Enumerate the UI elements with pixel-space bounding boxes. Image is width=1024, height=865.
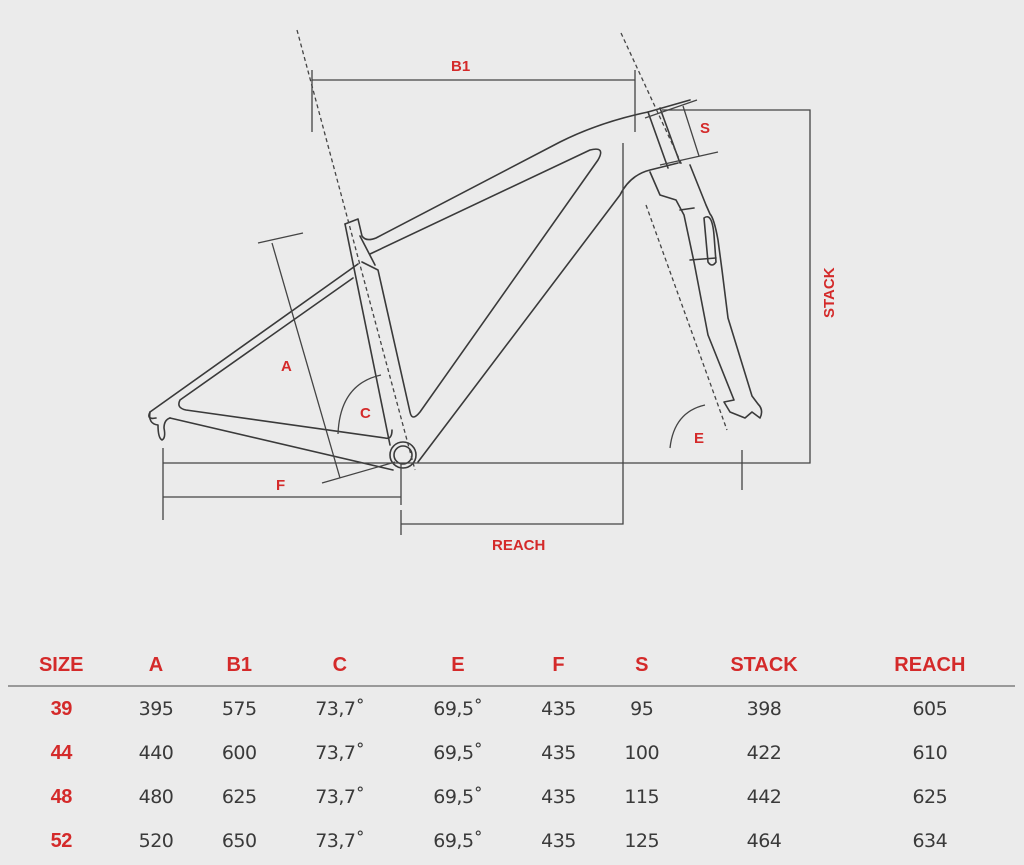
value-cell: 634 [912,830,948,852]
label-f: F [276,477,285,494]
size-cell: 52 [50,829,73,852]
table-row: 48 480 625 73,7˚ 69,5˚ 435 115 442 625 [8,775,1015,819]
table-row: 39 395 575 73,7˚ 69,5˚ 435 95 398 605 [8,686,1015,731]
col-b1: B1 [197,645,281,687]
value-cell: 69,5˚ [433,786,483,808]
value-cell: 69,5˚ [433,698,483,720]
value-cell: 625 [221,786,257,808]
col-size: SIZE [8,645,115,687]
value-cell: 442 [746,786,782,808]
col-reach: REACH [844,645,1015,687]
label-c: C [360,405,371,422]
value-cell: 480 [138,786,174,808]
value-cell: 440 [138,742,174,764]
value-cell: 600 [221,742,257,764]
col-s: S [600,645,684,687]
bike-frame [148,99,691,471]
value-cell: 435 [541,698,576,720]
label-e: E [694,430,704,447]
dimension-lines [162,29,811,535]
frame-geometry-diagram: B1 S STACK A C E F REACH [148,29,838,554]
col-f: F [516,645,601,687]
table-row: 52 520 650 73,7˚ 69,5˚ 435 125 464 634 [8,819,1015,863]
value-cell: 520 [138,830,174,852]
value-cell: 398 [746,698,782,720]
size-cell: 48 [50,785,73,808]
value-cell: 395 [138,698,174,720]
value-cell: 610 [912,742,948,764]
col-e: E [398,645,517,687]
size-cell: 44 [50,741,73,764]
value-cell: 73,7˚ [315,786,365,808]
value-cell: 73,7˚ [315,742,365,764]
size-cell: 39 [50,697,73,720]
value-cell: 69,5˚ [433,742,483,764]
label-s: S [700,120,710,137]
value-cell: 435 [541,830,576,852]
value-cell: 650 [221,830,257,852]
bottom-bracket [389,441,417,469]
label-b1: B1 [451,58,470,75]
col-c: C [280,645,399,687]
value-cell: 115 [624,786,660,808]
value-cell: 605 [912,698,948,720]
table-row: 44 440 600 73,7˚ 69,5˚ 435 100 422 610 [8,731,1015,775]
value-cell: 575 [221,698,257,720]
value-cell: 125 [624,830,660,852]
value-cell: 435 [541,786,576,808]
value-cell: 625 [912,786,948,808]
value-cell: 464 [746,830,782,852]
value-cell: 100 [624,742,660,764]
geometry-table: SIZE A B1 C E F S STACK REACH 39 395 575 73… [8,645,1015,863]
value-cell: 73,7˚ [315,698,365,720]
fork [649,164,763,419]
col-a: A [114,645,198,687]
value-cell: 435 [541,742,576,764]
value-cell: 95 [630,698,654,720]
value-cell: 73,7˚ [315,830,365,852]
label-stack: STACK [821,267,838,318]
table-header-row: SIZE A B1 C E F S STACK REACH [8,645,1015,687]
value-cell: 69,5˚ [433,830,483,852]
value-cell: 422 [746,742,782,764]
label-a: A [281,358,292,375]
col-stack: STACK [683,645,845,687]
label-reach: REACH [492,537,545,554]
